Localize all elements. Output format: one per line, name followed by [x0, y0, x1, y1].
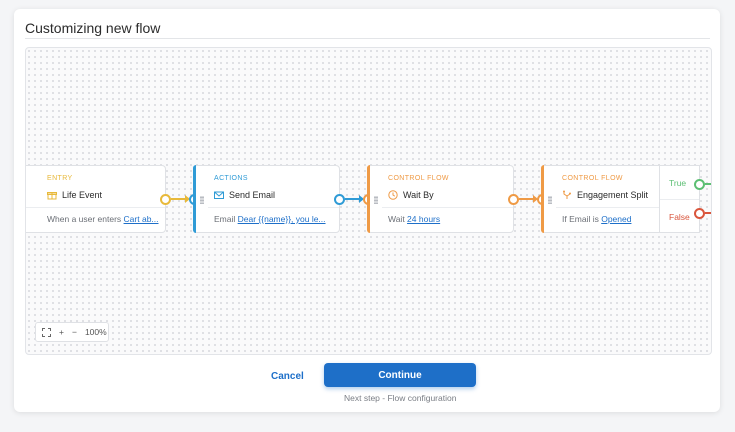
- node-link[interactable]: Opened: [601, 214, 632, 224]
- drag-handle-icon[interactable]: [548, 196, 552, 204]
- gift-icon: [47, 192, 57, 200]
- cancel-button[interactable]: Cancel: [271, 371, 304, 382]
- envelope-icon: [214, 191, 224, 199]
- split-icon: [563, 190, 571, 199]
- output-port[interactable]: [160, 194, 171, 205]
- node-subtitle: Wait: [388, 214, 408, 224]
- node-link[interactable]: Cart ab...: [123, 214, 159, 224]
- flow-node-wait-by[interactable]: CONTROL FLOW Wait By Wait 24 hours: [367, 165, 514, 233]
- node-subtitle: When a user enters: [47, 214, 124, 224]
- arrow-icon: [359, 195, 364, 203]
- next-step-hint: Next step - Flow configuration: [344, 393, 457, 403]
- zoom-out-button[interactable]: −: [71, 327, 77, 337]
- drag-handle-icon[interactable]: [374, 196, 378, 204]
- zoom-controls: + − 100%: [35, 322, 109, 342]
- continue-button[interactable]: Continue: [324, 363, 476, 387]
- node-link[interactable]: Dear {{name}}, you le...: [237, 214, 326, 224]
- output-port[interactable]: [334, 194, 345, 205]
- clock-icon: [388, 190, 398, 200]
- node-title: Life Event: [62, 190, 103, 200]
- flow-node-entry[interactable]: ENTRY Life Event When a user enters Cart…: [26, 165, 166, 233]
- drag-handle-icon[interactable]: [200, 196, 204, 204]
- zoom-level: 100%: [84, 327, 107, 337]
- flow-node-engagement-split[interactable]: CONTROL FLOW Engagement Split If Email i…: [541, 165, 660, 233]
- zoom-in-button[interactable]: +: [59, 327, 64, 337]
- false-output-port[interactable]: [694, 208, 705, 219]
- connector: [705, 212, 711, 214]
- node-category: ACTIONS: [214, 175, 248, 182]
- fit-screen-icon[interactable]: [42, 327, 51, 337]
- dialog-title: Customizing new flow: [25, 20, 161, 36]
- output-port[interactable]: [508, 194, 519, 205]
- connector: [705, 183, 711, 185]
- customize-flow-dialog: Customizing new flow ENTRY Life Event Wh…: [14, 9, 720, 412]
- flow-canvas[interactable]: ENTRY Life Event When a user enters Cart…: [25, 47, 712, 355]
- connector: [345, 198, 361, 200]
- branch-true-label: True: [669, 178, 687, 188]
- node-link[interactable]: 24 hours: [407, 214, 441, 224]
- flow-node-send-email[interactable]: ACTIONS Send Email Email Dear {{name}}, …: [193, 165, 340, 233]
- arrow-icon: [185, 195, 190, 203]
- node-category: ENTRY: [47, 175, 73, 182]
- title-divider: [25, 38, 710, 39]
- node-title: Engagement Split: [577, 190, 649, 200]
- node-category: CONTROL FLOW: [562, 175, 623, 182]
- split-branches: True False: [659, 165, 700, 233]
- connector: [519, 198, 535, 200]
- connector: [171, 198, 187, 200]
- node-category: CONTROL FLOW: [388, 175, 449, 182]
- node-subtitle: Email: [214, 214, 238, 224]
- node-title: Wait By: [403, 190, 434, 200]
- true-output-port[interactable]: [694, 179, 705, 190]
- node-title: Send Email: [229, 190, 276, 200]
- node-subtitle: If Email is: [562, 214, 602, 224]
- arrow-icon: [533, 195, 538, 203]
- branch-false-label: False: [669, 212, 690, 222]
